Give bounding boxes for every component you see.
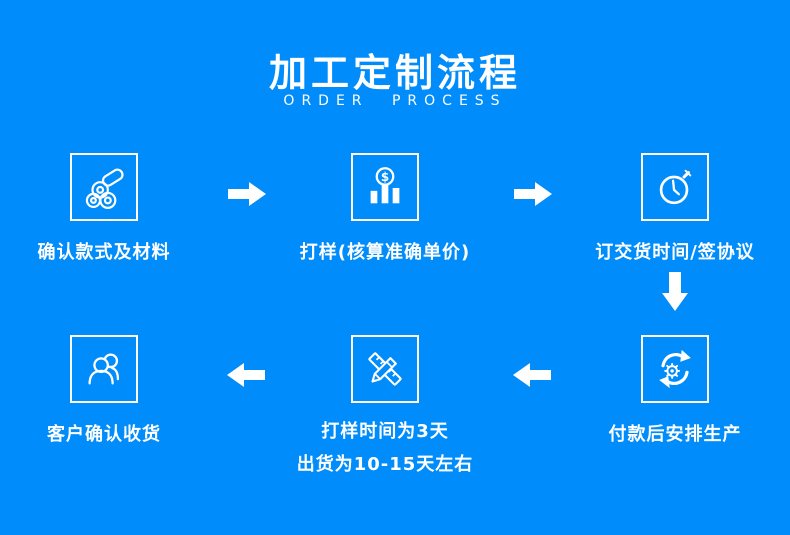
step-lead-time: 打样时间为3天 出货为10-15天左右 bbox=[275, 335, 495, 481]
icon-box bbox=[641, 335, 709, 403]
arrow-right-icon bbox=[228, 181, 266, 207]
step-production: 付款后安排生产 bbox=[565, 335, 785, 446]
page-subtitle: ORDER PROCESS bbox=[283, 93, 507, 109]
fabric-rolls-icon bbox=[85, 168, 124, 209]
step-label-line2: 出货为10-15天左右 bbox=[296, 454, 474, 475]
icon-box bbox=[70, 153, 138, 221]
step-label: 确认款式及材料 bbox=[37, 242, 171, 263]
customers-icon bbox=[88, 353, 120, 385]
step-label: 客户确认收货 bbox=[47, 424, 161, 445]
icon-box bbox=[70, 335, 138, 403]
stopwatch-icon bbox=[659, 169, 692, 205]
icon-box: $ bbox=[351, 153, 419, 221]
production-sync-icon bbox=[659, 349, 691, 389]
page-title: 加工定制流程 bbox=[268, 51, 521, 95]
step-sample-price: $ 打样(核算准确单价) bbox=[275, 153, 495, 264]
step-label: 打样(核算准确单价) bbox=[299, 242, 471, 263]
arrow-right-icon bbox=[514, 181, 552, 207]
step-confirm-materials: 确认款式及材料 bbox=[0, 153, 214, 264]
pencil-ruler-icon bbox=[368, 352, 402, 386]
price-sample-icon: $ bbox=[370, 167, 400, 204]
step-label: 订交货时间/签协议 bbox=[595, 242, 755, 263]
step-delivery-agreement: 订交货时间/签协议 bbox=[565, 153, 785, 264]
arrow-down-icon bbox=[661, 272, 689, 311]
arrow-left-icon bbox=[227, 362, 265, 388]
step-label: 付款后安排生产 bbox=[608, 424, 742, 445]
step-customer-receipt: 客户确认收货 bbox=[0, 335, 214, 446]
step-label-line1: 打样时间为3天 bbox=[321, 421, 449, 442]
arrow-left-icon bbox=[513, 362, 551, 388]
svg-text:$: $ bbox=[381, 170, 389, 184]
icon-box bbox=[351, 335, 419, 403]
icon-box bbox=[641, 153, 709, 221]
step-label: 打样时间为3天 出货为10-15天左右 bbox=[297, 415, 474, 481]
